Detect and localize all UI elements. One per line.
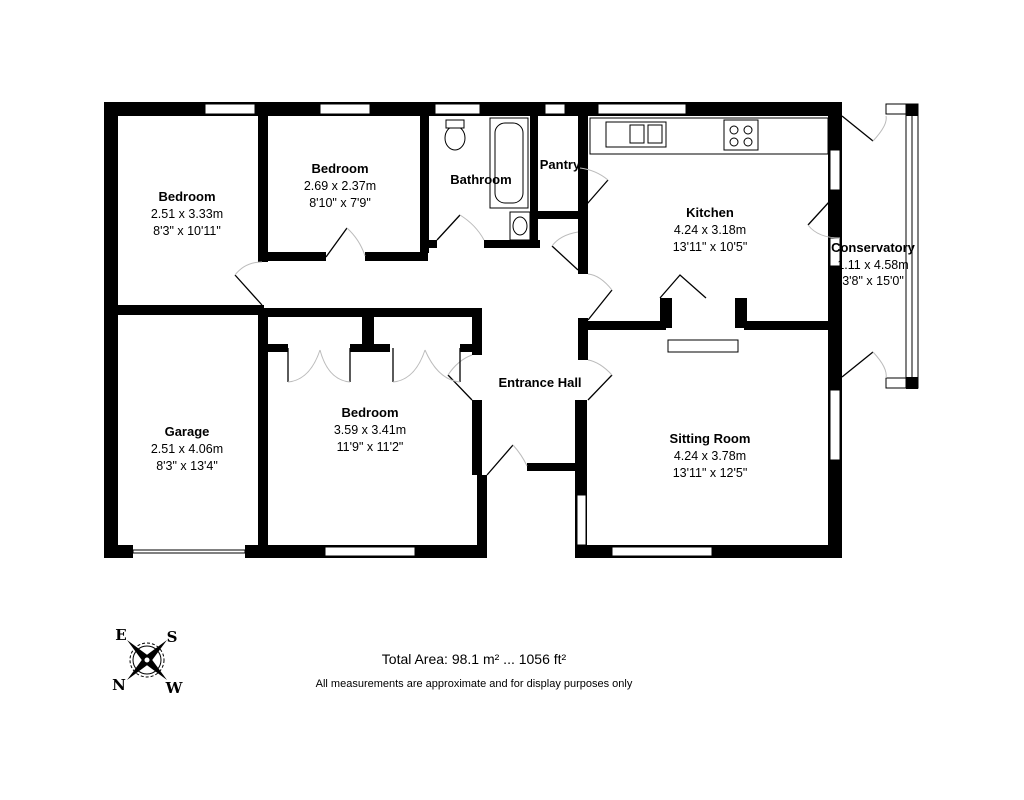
room-label-kitchen: Kitchen 4.24 x 3.18m 13'11" x 10'5" <box>673 205 748 254</box>
toilet-cistern <box>445 119 465 129</box>
room-size-imperial: 3'8" x 15'0" <box>842 274 904 288</box>
room-size-imperial: 13'11" x 10'5" <box>673 240 748 254</box>
wall <box>530 116 538 248</box>
room-name: Bedroom <box>311 161 368 176</box>
room-size-imperial: 8'3" x 10'11" <box>153 224 221 238</box>
compass-label: S <box>167 628 178 646</box>
wall <box>472 308 482 355</box>
room-size-metric: 3.59 x 3.41m <box>334 423 406 437</box>
window <box>829 149 841 191</box>
wall <box>258 116 268 262</box>
room-size-imperial: 11'9" x 11'2" <box>337 440 404 454</box>
room-name: Bedroom <box>158 189 215 204</box>
wall <box>258 308 268 558</box>
wall <box>258 308 482 317</box>
room-label-bedroom-1: Bedroom 2.51 x 3.33m 8'3" x 10'11" <box>151 189 223 238</box>
wall <box>578 116 588 274</box>
room-label-bedroom-3: Bedroom 3.59 x 3.41m 11'9" x 11'2" <box>334 405 406 454</box>
window <box>434 103 481 115</box>
wall <box>420 116 429 253</box>
compass-label: E <box>115 626 126 644</box>
room-size-imperial: 8'10" x 7'9" <box>309 196 371 210</box>
wall-bottom <box>104 545 133 558</box>
wall <box>268 344 288 352</box>
window <box>319 103 371 115</box>
chimney <box>660 298 672 328</box>
room-size-imperial: 13'11" x 12'5" <box>673 466 748 480</box>
wall <box>104 305 264 315</box>
wall <box>588 321 666 330</box>
room-size-metric: 4.24 x 3.18m <box>674 223 746 237</box>
room-name: Garage <box>165 424 210 439</box>
walls <box>104 102 842 558</box>
fireplace-hearth <box>667 339 739 353</box>
room-labels: Bedroom 2.51 x 3.33m 8'3" x 10'11" Bedro… <box>151 157 916 480</box>
wall <box>527 463 577 471</box>
window <box>885 377 907 389</box>
wall <box>350 344 390 352</box>
compass-label: N <box>112 676 126 694</box>
chimney <box>735 298 747 328</box>
room-label-sitting-room: Sitting Room 4.24 x 3.78m 13'11" x 12'5" <box>670 431 751 480</box>
wall <box>460 344 472 352</box>
wall <box>365 252 428 261</box>
room-name: Kitchen <box>686 205 734 220</box>
window <box>597 103 687 115</box>
wall <box>429 240 437 248</box>
room-label-conservatory: Conservatory 1.11 x 4.58m 3'8" x 15'0" <box>831 240 916 288</box>
garage-door <box>132 549 246 554</box>
window <box>544 103 566 115</box>
room-name: Bedroom <box>341 405 398 420</box>
window <box>324 546 416 557</box>
doors <box>234 115 887 476</box>
wall <box>578 318 588 360</box>
wall <box>538 211 580 219</box>
windows <box>132 103 919 557</box>
wall <box>477 475 487 558</box>
window <box>204 103 256 115</box>
hob <box>723 119 759 151</box>
room-name: Sitting Room <box>670 431 751 446</box>
total-area: Total Area: 98.1 m² ... 1056 ft² <box>382 651 567 667</box>
wall <box>472 400 482 475</box>
window <box>576 494 587 546</box>
fixtures <box>444 117 829 241</box>
room-size-imperial: 8'3" x 13'4" <box>156 459 218 473</box>
window <box>829 389 841 461</box>
room-size-metric: 4.24 x 3.78m <box>674 449 746 463</box>
disclaimer: All measurements are approximate and for… <box>316 678 633 690</box>
room-size-metric: 2.51 x 3.33m <box>151 207 223 221</box>
room-label-bedroom-2: Bedroom 2.69 x 2.37m 8'10" x 7'9" <box>304 161 376 210</box>
room-name: Conservatory <box>831 240 916 255</box>
wall <box>484 240 540 248</box>
room-size-metric: 2.69 x 2.37m <box>304 179 376 193</box>
room-size-metric: 2.51 x 4.06m <box>151 442 223 456</box>
room-size-metric: 1.11 x 4.58m <box>837 258 908 272</box>
room-label-garage: Garage 2.51 x 4.06m 8'3" x 13'4" <box>151 424 223 473</box>
wall-left <box>104 102 118 558</box>
window <box>611 546 713 557</box>
wall <box>362 316 374 352</box>
compass-icon: E S N W <box>112 626 183 697</box>
wall <box>258 252 326 261</box>
room-name-pantry: Pantry <box>540 157 581 172</box>
wall <box>744 321 830 330</box>
toilet <box>444 125 466 151</box>
compass-label: W <box>165 679 184 697</box>
window <box>885 103 907 115</box>
room-name-entrance-hall: Entrance Hall <box>498 375 581 390</box>
room-name-bathroom: Bathroom <box>450 172 511 187</box>
